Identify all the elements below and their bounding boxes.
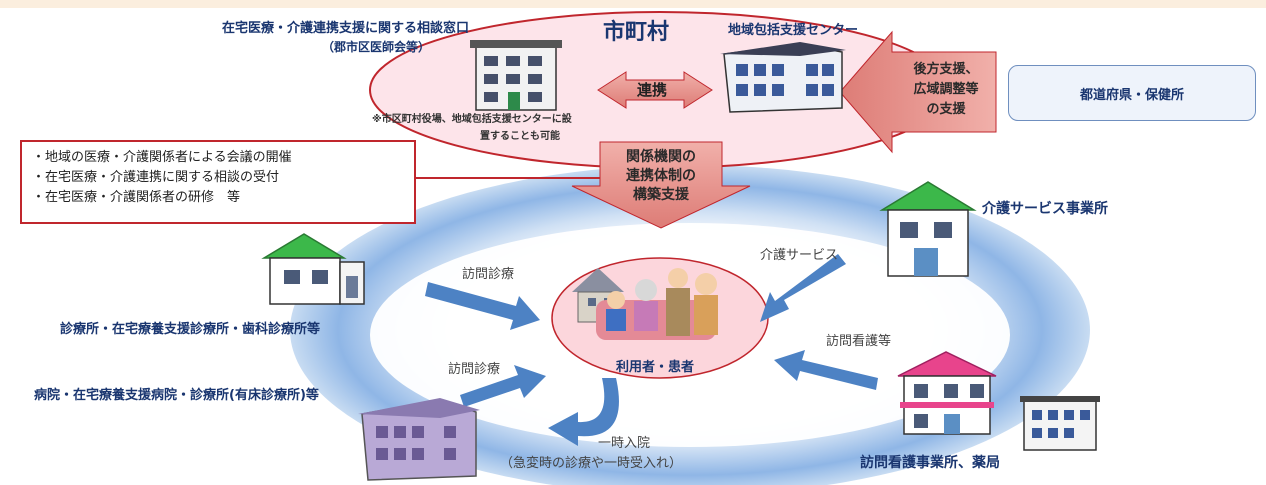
temp-admission-sublabel: （急変時の診療や一時受入れ） xyxy=(500,456,683,471)
visiting-nurse-station-icon xyxy=(897,351,997,435)
clinic-visit-arrow xyxy=(425,282,540,330)
hospital-building-icon xyxy=(358,398,480,481)
link-label: 連携 xyxy=(637,81,668,99)
consult-desk-building-icon xyxy=(470,40,562,111)
nursing-pharmacy-label: 訪問看護事業所、薬局 xyxy=(860,455,1000,471)
prefecture-support-line1: 後方支援、 xyxy=(913,62,979,77)
link-double-arrow xyxy=(597,71,713,109)
build-support-text: 関係機関の 連携体制の 構築支援 xyxy=(600,148,722,205)
placement-note-line2: 置することも可能 xyxy=(480,131,560,142)
prefecture-support-text: 後方支援、 広域調整等 の支援 xyxy=(892,60,1000,120)
admission-curve-arrow xyxy=(548,378,619,446)
build-support-line1: 関係機関の xyxy=(626,149,696,165)
build-support-arrow xyxy=(571,141,751,229)
build-support-line2: 連携体制の xyxy=(626,168,696,184)
prefecture-support-line3: の支援 xyxy=(926,102,966,117)
care-service-label: 介護サービス xyxy=(760,248,839,263)
home-visit-label-2: 訪問診療 xyxy=(448,362,501,377)
care-office-label: 介護サービス事業所 xyxy=(982,201,1108,217)
placement-note-line1: ※市区町村役場、地域包括支援センターに設 xyxy=(372,114,572,125)
care-service-arrow xyxy=(760,254,846,322)
consult-desk-label: 在宅医療・介護連携支援に関する相談窓口 xyxy=(222,21,470,36)
home-visit-label-1: 訪問診療 xyxy=(462,267,515,282)
visit-nursing-label: 訪問看護等 xyxy=(826,334,892,349)
tasks-box: ・地域の医療・介護関係者による会議の開催 ・在宅医療・介護連携に関する相談の受付… xyxy=(20,140,416,224)
task-item: ・在宅医療・介護連携に関する相談の受付 xyxy=(32,170,280,185)
temp-admission-label: 一時入院 xyxy=(598,436,651,451)
flow-arrows xyxy=(425,254,878,446)
task-item: ・地域の医療・介護関係者による会議の開催 xyxy=(32,150,292,165)
prefecture-support-line2: 広域調整等 xyxy=(913,82,979,97)
build-support-line3: 構築支援 xyxy=(633,187,689,203)
patient-label: 利用者・患者 xyxy=(616,360,695,375)
community-center-building-icon xyxy=(720,42,846,113)
top-band xyxy=(0,0,1266,8)
consult-desk-sublabel: （郡市区医師会等） xyxy=(322,40,431,54)
clinic-house-icon xyxy=(261,233,365,305)
task-item: ・在宅医療・介護関係者の研修 等 xyxy=(32,190,241,205)
hospital-label: 病院・在宅療養支援病院・診療所(有床診療所)等 xyxy=(34,388,319,403)
community-center-label: 地域包括支援センター xyxy=(728,23,859,38)
visit-nursing-arrow xyxy=(774,350,878,390)
prefecture-support-arrow xyxy=(839,30,997,154)
family-illustration xyxy=(572,268,718,340)
municipality-title: 市町村 xyxy=(603,20,670,45)
clinic-label: 診療所・在宅療養支援診療所・歯科診療所等 xyxy=(60,322,321,337)
hospital-visit-arrow xyxy=(460,365,546,407)
prefecture-box: 都道府県・保健所 xyxy=(1008,65,1256,121)
pharmacy-building-icon xyxy=(1020,396,1100,451)
care-office-house-icon xyxy=(879,181,977,277)
